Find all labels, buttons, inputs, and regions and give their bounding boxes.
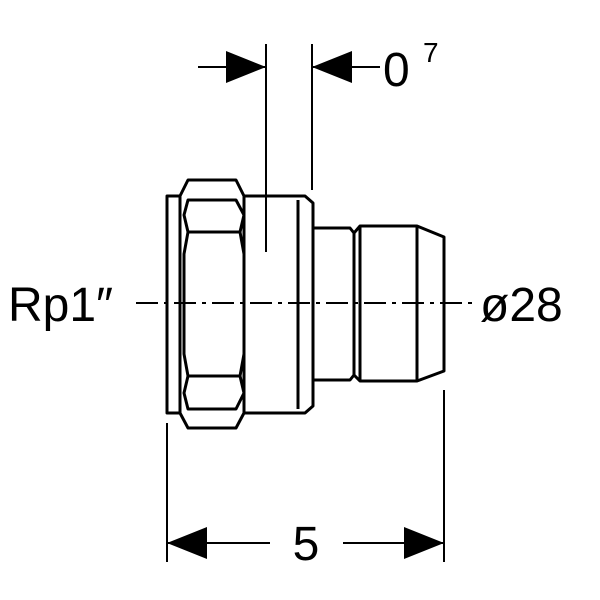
- offset-arrow-left: [226, 51, 266, 83]
- offset-label: 0 7: [383, 37, 439, 97]
- length-arrow-left: [167, 527, 207, 559]
- length-label: 5: [293, 518, 320, 571]
- offset-arrow-right: [312, 51, 352, 83]
- hex-flat-top: [182, 198, 246, 234]
- offset-label-superscript: 7: [423, 37, 439, 68]
- length-arrow-right: [404, 527, 444, 559]
- hex-flat-bottom: [182, 374, 246, 411]
- offset-dimension: [198, 44, 380, 252]
- length-dimension: [166, 390, 445, 562]
- nut-outer-outline: [165, 178, 315, 430]
- thread-size-label: Rp1″: [8, 279, 113, 332]
- offset-label-base: 0: [383, 44, 410, 97]
- diameter-label: ø28: [480, 279, 563, 332]
